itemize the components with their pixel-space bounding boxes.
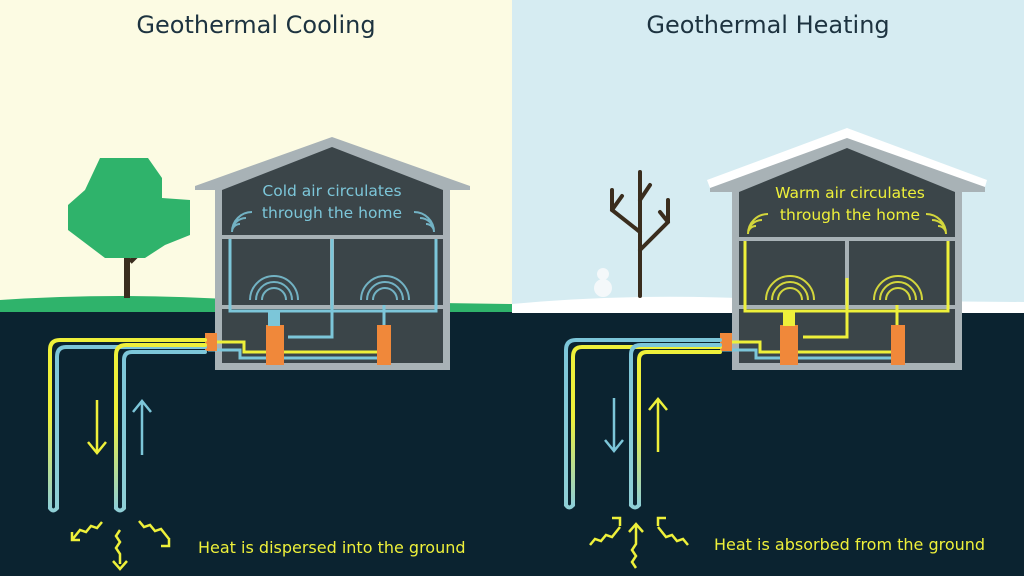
down-arrow-icon	[87, 400, 107, 455]
cooling-house-text-2: through the home	[262, 204, 402, 222]
heating-title: Geothermal Heating	[646, 11, 889, 39]
heating-house-text-1: Warm air circulates	[775, 184, 925, 202]
heat-absorbing-arrows-icon	[589, 516, 689, 569]
tree-icon	[68, 158, 190, 298]
heating-house: Warm air circulates through the home	[707, 128, 987, 370]
up-arrow-icon	[132, 399, 152, 455]
heating-caption: Heat is absorbed from the ground	[714, 535, 985, 554]
heating-air-waves-icon	[747, 213, 947, 301]
cooling-house-text-1: Cold air circulates	[262, 182, 401, 200]
snowman-icon	[594, 268, 612, 297]
cooling-caption: Heat is dispersed into the ground	[198, 538, 466, 557]
cooling-title: Geothermal Cooling	[136, 11, 375, 39]
cooling-ground-loop	[48, 338, 207, 513]
heating-house-text-2: through the home	[780, 206, 920, 224]
bare-tree-icon	[610, 170, 670, 298]
heat-dispersing-arrows-icon	[70, 520, 171, 571]
cooling-house: Cold air circulates through the home	[195, 137, 470, 370]
up-arrow-icon	[648, 397, 668, 452]
heating-ground-loop	[564, 338, 722, 510]
cooling-air-waves-icon	[231, 211, 435, 301]
down-arrow-icon	[604, 398, 624, 453]
